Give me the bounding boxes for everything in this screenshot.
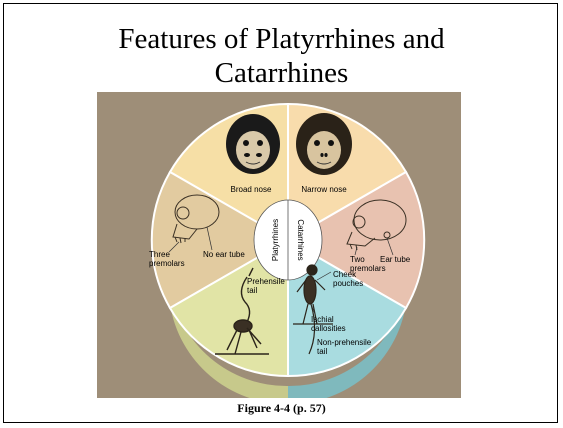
non-prehensile-tail-label-1: Non-prehensile xyxy=(317,338,372,347)
title-line-2: Catarrhines xyxy=(0,56,563,90)
ischial-callosities-label-2: callosities xyxy=(311,324,346,333)
non-prehensile-tail-label-2: tail xyxy=(317,347,327,356)
three-premolars-label-1: Three xyxy=(149,250,170,259)
cheek-pouches-label-2: pouches xyxy=(333,279,363,288)
ischial-callosities-label-1: Ischial xyxy=(311,315,334,324)
cheek-pouches-label-1: Cheek xyxy=(333,270,357,279)
broad-nose-face-illustration xyxy=(226,114,280,174)
prehensile-tail-label-2: tail xyxy=(247,286,257,295)
broad-nose-label: Broad nose xyxy=(231,185,272,194)
ear-tube-label: Ear tube xyxy=(380,255,411,264)
platyrrhines-label: Platyrrhines xyxy=(271,219,280,261)
title-line-1: Features of Platyrrhines and xyxy=(0,22,563,56)
slide-title: Features of Platyrrhines and Catarrhines xyxy=(0,22,563,90)
prehensile-tail-label-1: Prehensile xyxy=(247,277,285,286)
no-ear-tube-label: No ear tube xyxy=(203,250,245,259)
narrow-nose-face-illustration xyxy=(296,113,352,175)
two-premolars-label-1: Two xyxy=(350,255,365,264)
primate-features-figure: Platyrrhines Catarrhines Broad nose Narr… xyxy=(97,92,461,398)
catarrhines-label: Catarrhines xyxy=(296,219,305,260)
narrow-nose-label: Narrow nose xyxy=(301,185,347,194)
features-wheel-diagram: Platyrrhines Catarrhines Broad nose Narr… xyxy=(97,92,461,398)
three-premolars-label-2: premolars xyxy=(149,259,185,268)
figure-caption: Figure 4-4 (p. 57) xyxy=(0,401,563,416)
